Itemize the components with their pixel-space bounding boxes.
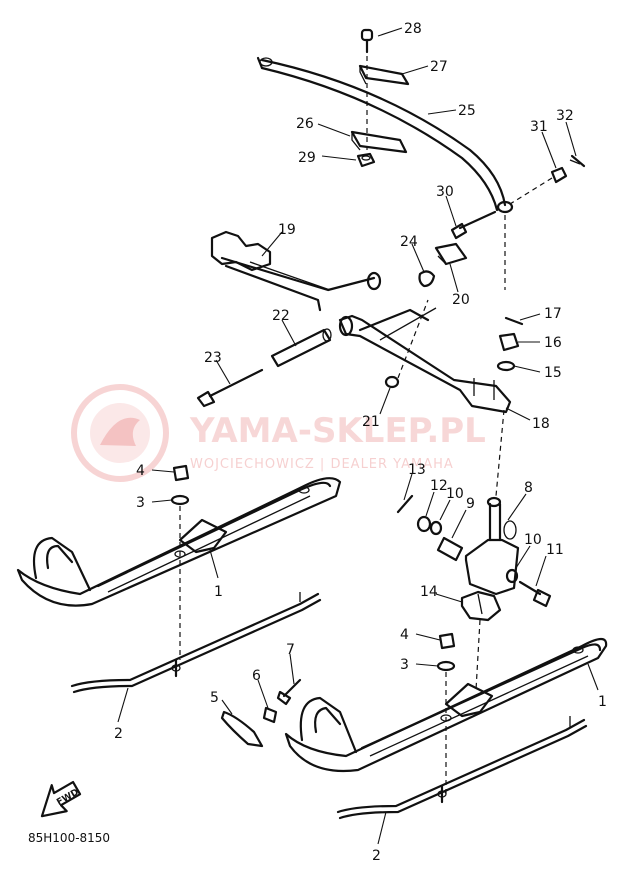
callout-3-right: 3 — [400, 657, 409, 673]
ski-column-8 — [464, 496, 520, 596]
steering-arm-18 — [338, 307, 512, 414]
callout-20: 20 — [452, 292, 470, 308]
callout-11: 11 — [546, 542, 564, 558]
callout-26: 26 — [296, 116, 314, 132]
nut-29 — [356, 152, 376, 168]
callout-3-left: 3 — [136, 495, 145, 511]
callout-28: 28 — [404, 21, 422, 37]
nut-31 — [509, 166, 568, 205]
callout-32: 32 — [556, 108, 574, 124]
bolt-30 — [450, 210, 497, 240]
watermark-title: YAMA-SKLEP.PL — [189, 411, 486, 451]
stopper-27 — [358, 64, 410, 86]
callout-18: 18 — [532, 416, 550, 432]
ski-1-left — [16, 477, 342, 607]
callout-30: 30 — [436, 184, 454, 200]
callout-4-right: 4 — [400, 627, 409, 643]
nut-4-right — [438, 632, 456, 650]
callout-25: 25 — [458, 103, 476, 119]
wear-bar-5 — [220, 710, 264, 748]
callout-22: 22 — [272, 308, 290, 324]
washer-10b — [505, 568, 519, 584]
washer-3-right — [436, 660, 456, 796]
washer-10a — [429, 520, 443, 536]
callout-10-lower: 10 — [524, 532, 542, 548]
callout-15: 15 — [544, 365, 562, 381]
ski-1-right — [284, 637, 608, 772]
callout-14: 14 — [420, 584, 438, 600]
bolt-7 — [276, 678, 302, 706]
callout-4-left: 4 — [136, 463, 145, 479]
callout-1-right: 1 — [598, 694, 607, 710]
callout-29: 29 — [298, 150, 316, 166]
bracket-20 — [434, 242, 468, 266]
fwd-arrow-icon: FWD — [40, 780, 82, 818]
cotter-pin-32 — [569, 154, 586, 168]
nut-21 — [384, 299, 429, 389]
damper-14 — [460, 590, 502, 622]
callout-9: 9 — [466, 496, 475, 512]
callout-6: 6 — [252, 668, 261, 684]
nut-16 — [498, 332, 520, 352]
spring-eye — [496, 200, 514, 290]
callout-8: 8 — [524, 480, 533, 496]
watermark-logo-icon — [71, 384, 169, 482]
callout-23: 23 — [204, 350, 222, 366]
bolt-23 — [196, 368, 264, 408]
nut-6 — [262, 706, 278, 724]
leader-lines — [117, 27, 599, 845]
clamp-26 — [350, 130, 408, 154]
bolt-11 — [518, 580, 552, 608]
leaf-spring-25 — [256, 56, 507, 212]
watermark-subtitle: WOJCIECHOWICZ | DEALER YAMAHA — [190, 457, 454, 472]
bushing-9 — [436, 536, 464, 562]
bolt-28 — [360, 28, 374, 150]
watermark: YAMA-SKLEP.PL WOJCIECHOWICZ | DEALER YAM… — [71, 384, 486, 482]
callout-12: 12 — [430, 478, 448, 494]
runner-2-left — [70, 592, 322, 694]
callout-labels: 28 27 25 26 29 31 32 30 24 20 19 17 16 1… — [114, 21, 607, 864]
callout-7: 7 — [286, 642, 295, 658]
nut-4-left — [172, 464, 190, 482]
steering-arm-19 — [210, 230, 382, 312]
cotter-pin-13 — [396, 494, 414, 514]
callout-19: 19 — [278, 222, 296, 238]
callout-5: 5 — [210, 690, 219, 706]
callout-10-upper: 10 — [446, 486, 464, 502]
collar-22 — [270, 328, 332, 368]
washer-12 — [416, 515, 432, 533]
damper-24 — [418, 270, 436, 288]
washer-15 — [496, 360, 516, 372]
runner-2-right — [336, 716, 588, 820]
callout-13: 13 — [408, 462, 426, 478]
callout-16: 16 — [544, 335, 562, 351]
callout-21: 21 — [362, 414, 380, 430]
callout-17: 17 — [544, 306, 562, 322]
diagram-code: 85H100-8150 — [28, 831, 110, 845]
callout-2-left: 2 — [114, 726, 123, 742]
callout-31: 31 — [530, 119, 548, 135]
callout-1-left: 1 — [214, 584, 223, 600]
callout-2-right: 2 — [372, 848, 381, 864]
callout-24: 24 — [400, 234, 418, 250]
cotter-pin-17 — [504, 316, 524, 326]
callout-27: 27 — [430, 59, 448, 75]
washer-3-left — [170, 494, 190, 660]
